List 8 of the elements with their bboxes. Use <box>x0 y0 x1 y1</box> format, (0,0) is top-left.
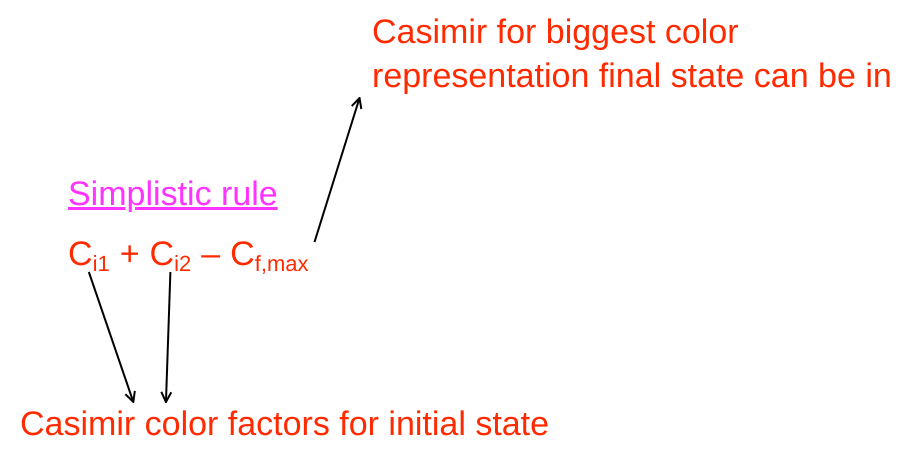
heading: Simplistic rule <box>68 174 278 215</box>
formula-term: C$_{i1}$ <box>68 232 110 276</box>
operator: – <box>201 234 220 275</box>
formula-term: C$_{f,max}$ <box>230 232 309 276</box>
annotation-text: Casimir color factors for initial state <box>20 402 550 446</box>
operator: + <box>120 234 140 275</box>
annotation-text: Casimir for biggest color representation final state can be in <box>372 10 922 98</box>
formula-term: C$_{i2}$ <box>150 232 192 276</box>
